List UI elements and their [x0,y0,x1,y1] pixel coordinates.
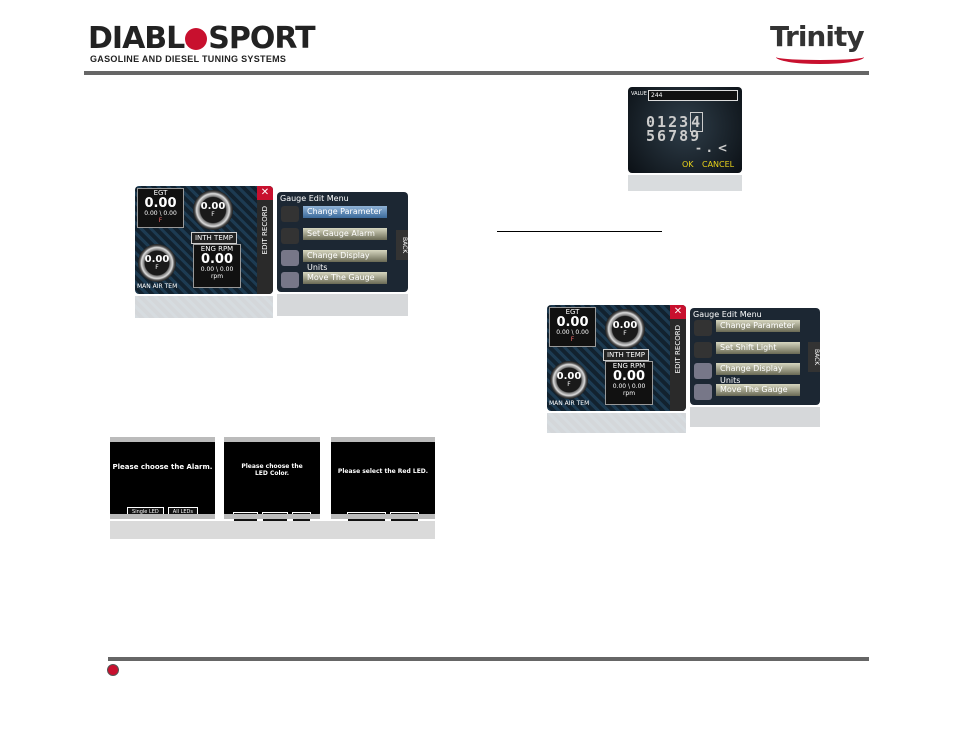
edit-record-label: EDIT RECORD [261,206,269,255]
arrow-up-icon[interactable] [694,342,712,358]
value-keypad-screen: VALUE 244 01234 56789 -.< OK CANCEL [628,87,742,173]
header-rule [84,71,869,75]
arrow-down-icon[interactable] [281,250,299,266]
arrow-up-icon[interactable] [281,228,299,244]
menu-item-move-the-gauge[interactable]: Move The Gauge [303,272,387,284]
cancel-button[interactable]: CANCEL [702,160,735,169]
devil-o-icon [185,28,208,50]
keypad-reflection [628,175,742,191]
led-color-screen: Please choose the LED Color. GreenYellow… [224,437,320,522]
menu-item-change-parameter[interactable]: Change Parameter [716,320,800,332]
menu-item-change-parameter[interactable]: Change Parameter [303,206,387,218]
menu-item-change-display-units[interactable]: Change Display Units [716,363,800,385]
red-led-screen: Please select the Red LED. Bottom RedTop… [331,437,435,522]
keypad-row-3: -.< [696,141,734,155]
rpm-readout: ENG RPM 0.00 0.00 \ 0.00 rpm [193,244,241,288]
devil-icon [107,664,119,676]
ok-button[interactable]: OK [682,160,694,169]
arrow-down-icon[interactable] [694,384,712,400]
close-icon[interactable]: ✕ [257,186,273,200]
map-label: MAN AIR TEM [137,283,178,290]
value-label: VALUE [631,91,647,97]
gauge-edit-menu-1: Gauge Edit Menu Change Parameter Set Gau… [277,192,408,292]
keypad-row-2: 56789 [646,127,702,145]
egt-label: EGT [153,189,168,197]
back-button[interactable]: BACK [396,230,408,260]
egt-unit: F [158,217,163,224]
close-icon[interactable]: ✕ [670,305,686,319]
menu-item-set-shift-light[interactable]: Set Shift Light [716,342,800,354]
arrow-down-icon[interactable] [694,363,712,379]
value-input[interactable]: 244 [648,90,738,101]
menu-item-move-the-gauge[interactable]: Move The Gauge [716,384,800,396]
edit-record-bar[interactable]: ✕ EDIT RECORD [257,186,273,294]
footer-rule [108,657,869,661]
edit-record-bar[interactable]: ✕ EDIT RECORD [670,305,686,411]
alarm-prompt: Please choose the Alarm. [112,463,213,471]
menu-item-change-display-units[interactable]: Change Display Units [303,250,387,272]
menu-item-set-gauge-alarm[interactable]: Set Gauge Alarm [303,228,387,240]
keypad-row-1: 01234 [646,112,704,132]
menu-title: Gauge Edit Menu [280,194,349,203]
inth-temp-label: INTH TEMP [191,232,237,244]
red-led-prompt: Please select the Red LED. [337,468,429,475]
menu-reflection [277,294,408,316]
gauge-edit-menu-2: Gauge Edit Menu Change Parameter Set Shi… [690,308,820,405]
alarm-reflections [110,521,435,539]
diablosport-tagline: GASOLINE AND DIESEL TUNING SYSTEMS [90,54,287,64]
screen-reflection [135,296,273,318]
led-color-prompt: Please choose the LED Color. [241,463,303,477]
screen-reflection [547,413,686,433]
egt-readout: EGT 0.00 0.00 \ 0.00 F [137,188,184,228]
egt-value: 0.00 [144,196,177,211]
arrow-up-icon[interactable] [281,206,299,222]
egt-range: 0.00 \ 0.00 [144,210,177,217]
arrow-up-icon[interactable] [694,320,712,336]
section-underline [497,231,662,232]
back-button[interactable]: BACK [808,342,820,372]
trinity-logo: Trinity [770,20,865,53]
menu-reflection [690,407,820,427]
arrow-down-icon[interactable] [281,272,299,288]
trinity-swoosh-icon [776,50,864,64]
